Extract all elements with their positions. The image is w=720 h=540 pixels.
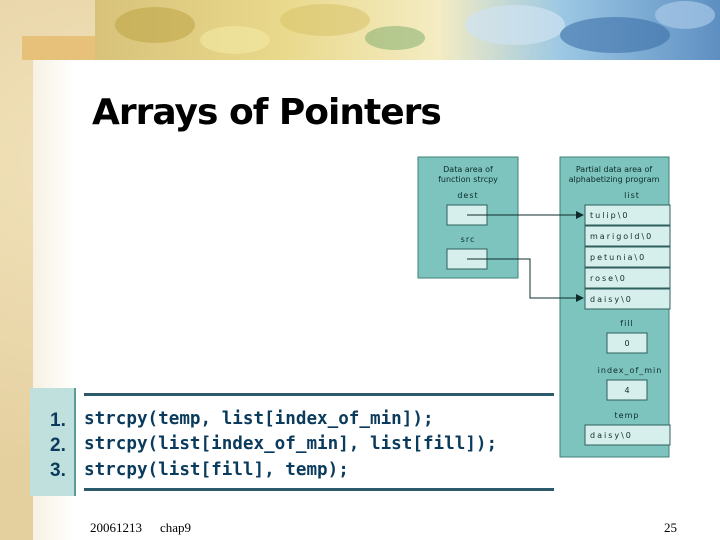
- banner-accent: [22, 36, 95, 60]
- list-label: list: [624, 191, 640, 200]
- src-pointer-arrow: [467, 258, 584, 302]
- dest-label: dest: [457, 191, 478, 200]
- list-item: tulip\0: [590, 211, 630, 220]
- list-cell: [584, 267, 671, 289]
- footer-date: 20061213: [90, 520, 142, 535]
- temp-label: temp: [615, 411, 640, 420]
- right-caption-line1: Partial data area of: [576, 165, 653, 174]
- memory-diagram: Data area of function strcpy dest src Pa…: [410, 150, 675, 465]
- code-line: strcpy(temp, list[index_of_min]);: [84, 409, 434, 429]
- list-item: petunia\0: [590, 253, 646, 262]
- page-number: 25: [664, 520, 677, 535]
- list-item: daisy\0: [590, 295, 633, 304]
- fill-cell: [606, 332, 648, 354]
- top-rule: [84, 393, 554, 396]
- left-caption-line2: function strcpy: [438, 175, 498, 184]
- list-cell: [584, 288, 671, 310]
- list-cell: [584, 225, 671, 247]
- index-of-min-value: 4: [624, 386, 629, 395]
- fill-value: 0: [624, 339, 629, 348]
- list-cell: [584, 204, 671, 226]
- fill-label: fill: [620, 319, 633, 328]
- temp-cell: [584, 424, 671, 446]
- index-of-min-cell: [606, 379, 648, 401]
- list-item: rose\0: [590, 274, 627, 283]
- line-number-gutter: [30, 388, 76, 496]
- bottom-rule: [84, 488, 554, 491]
- left-caption-line1: Data area of: [443, 165, 493, 174]
- line-number: 2.: [50, 435, 66, 456]
- footer-chapter: chap9: [160, 520, 192, 535]
- list-cell: [584, 246, 671, 268]
- temp-value: daisy\0: [590, 431, 633, 440]
- slide-title: Arrays of Pointers: [92, 92, 442, 133]
- line-number: 1.: [50, 410, 66, 431]
- code-line: strcpy(list[index_of_min], list[fill]);: [84, 434, 498, 454]
- right-caption-line2: alphabetizing program: [569, 175, 660, 184]
- index-of-min-label: index_of_min: [598, 366, 663, 375]
- code-listing: 1. 2. 3. strcpy(temp, list[index_of_min]…: [30, 388, 554, 496]
- src-label: src: [461, 235, 476, 244]
- list-item: marigold\0: [590, 232, 653, 241]
- line-number: 3.: [50, 460, 66, 481]
- decorative-banner: [95, 0, 720, 60]
- code-line: strcpy(list[fill], temp);: [84, 460, 349, 480]
